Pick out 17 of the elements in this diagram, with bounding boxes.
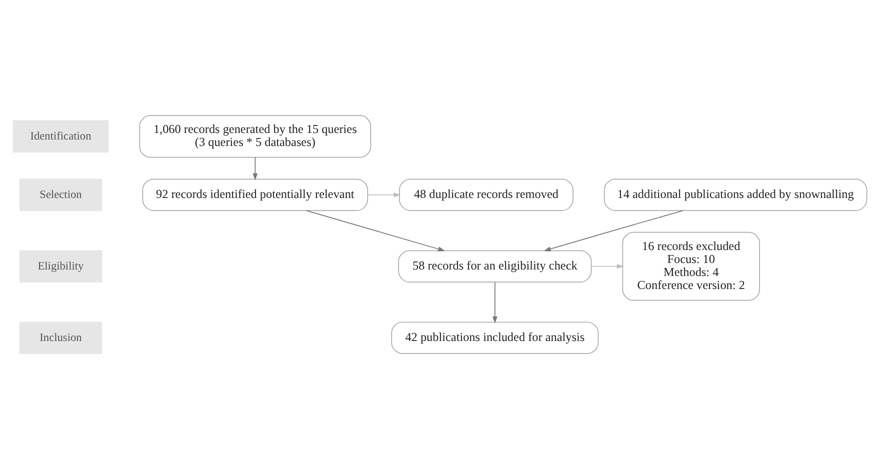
node-box: 42 publications included for analysis <box>391 322 599 354</box>
node-box: Inclusion <box>19 322 102 354</box>
arrow <box>591 264 624 269</box>
node-box: Identification <box>12 120 109 153</box>
arrow <box>252 157 258 180</box>
node-box: Selection <box>19 178 102 211</box>
node-box: 1,060 records generated by the 15 queries (3 queries * 5 databases) <box>139 115 372 158</box>
node-box: 92 records identified potentially relevant <box>142 178 368 211</box>
node-box: Eligibility <box>19 250 102 282</box>
arrow <box>306 210 446 252</box>
arrow <box>367 192 401 198</box>
node-box: 58 records for an eligibility check <box>398 250 592 282</box>
node-box: 14 additional publications added by snownalling <box>604 178 868 211</box>
arrow <box>544 210 684 252</box>
arrow <box>492 282 498 324</box>
node-box: 48 duplicate records removed <box>399 178 574 211</box>
node-box: 16 records excluded Focus: 10 Methods: 4 Conference version: 2 <box>622 232 760 301</box>
